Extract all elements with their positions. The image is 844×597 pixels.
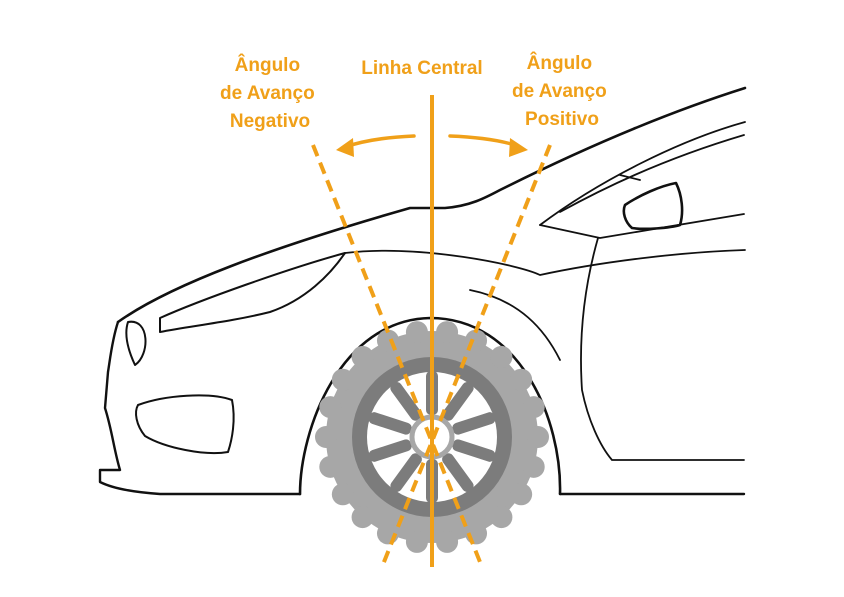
window-frame-inner [539,213,745,239]
fender-crease [469,289,561,361]
tire-tread-lug [527,426,549,448]
window-frame-outer [539,121,746,226]
rim-spoke [442,453,474,492]
headlight-strip [159,252,346,333]
rim-spoke [368,412,412,435]
rim-spoke [368,439,412,462]
tire-tread-lug [522,396,545,419]
front-bumper [98,320,302,496]
tire-tread-lug [405,530,428,553]
negative-label-line-2: de Avanço [220,83,315,104]
positive-caster-label: Ângulo de Avanço Positivo [512,52,612,130]
tire-tread-lug [490,506,513,529]
tire-tread-lug [436,321,459,344]
window-pillar [559,134,745,213]
positive-arrow [448,134,520,148]
tire-tread-lug [436,530,459,553]
positive-label-line-2: de Avanço [512,81,607,102]
headlight [125,320,147,366]
tire-tread-lug [510,483,533,506]
caster-lines [311,95,552,568]
arrows [336,134,528,157]
tire-tread-lug [522,455,545,478]
door-seam [580,237,745,461]
side-mirror [622,181,684,231]
rim-spoke [442,382,474,421]
rim-spoke [452,412,496,435]
car-body-outline [98,86,747,496]
tire-tread-lug [319,396,342,419]
window-top-trim [619,174,641,181]
rim-spoke [390,453,422,492]
negative-label-line-1: Ângulo [235,54,300,76]
positive-arrowhead [509,138,528,157]
hood-roof-line [116,86,747,324]
fog-light [135,394,235,455]
labels: Ângulo de Avanço Negativo Linha Central … [220,52,612,132]
rim-spokes [368,371,496,503]
positive-label-line-3: Positivo [525,109,599,130]
tire-tread-lug [376,522,399,545]
rim-spoke [452,439,496,462]
tire-tread-lug [405,321,428,344]
tire-tread-lug [351,506,374,529]
tire-tread-lug [351,345,374,368]
negative-label-line-3: Negativo [230,111,310,132]
negative-caster-label: Ângulo de Avanço Negativo [220,54,320,132]
negative-arrowhead [336,138,354,157]
rim-spoke [390,382,422,421]
positive-label-line-1: Ângulo [527,52,592,74]
side-character-line [344,249,746,276]
negative-arrow [343,134,416,149]
tire-tread-lug [331,368,354,391]
tire-tread-lug [319,455,342,478]
tire-tread-lug [510,368,533,391]
center-line-label: Linha Central [361,58,482,79]
tire-tread-lug [315,426,337,448]
tire-tread-lug [490,345,513,368]
tire-tread-lug [331,483,354,506]
